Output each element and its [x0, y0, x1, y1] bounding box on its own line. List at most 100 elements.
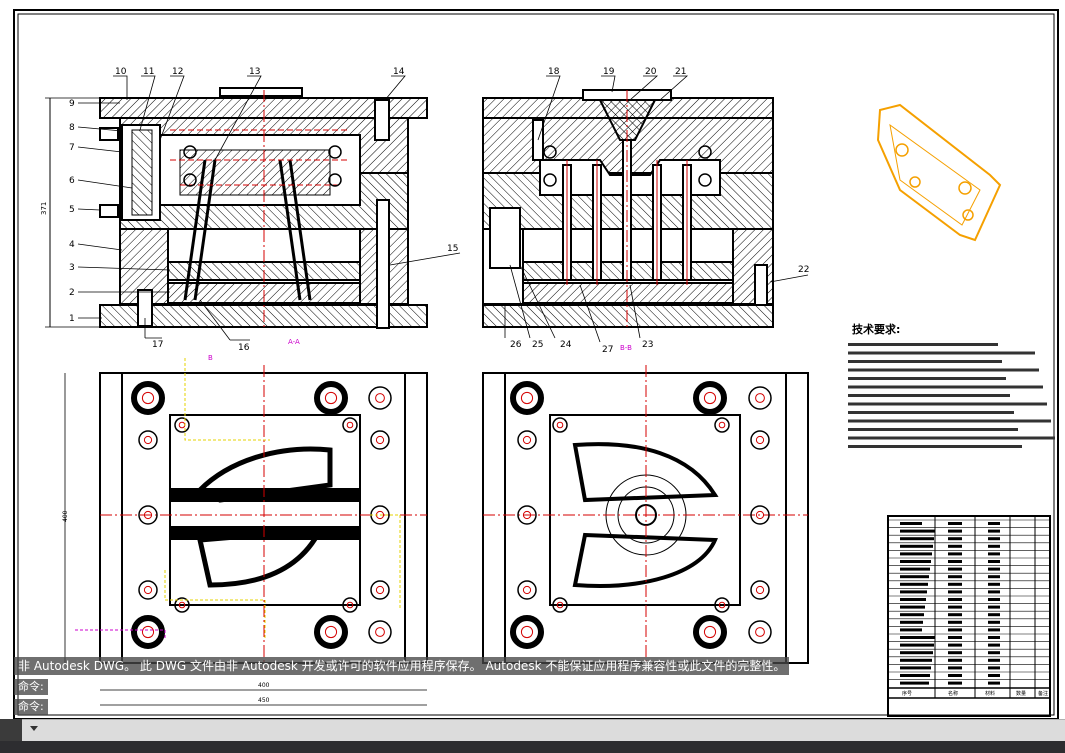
- plan-view-right[interactable]: [482, 365, 809, 670]
- part-label-17: 17: [152, 340, 163, 350]
- left-cooling-hole-4: [183, 173, 197, 187]
- plan-hole-center: [755, 510, 765, 520]
- plan-hole: [174, 417, 190, 433]
- drawing-inner-frame: [17, 13, 1055, 716]
- tech-requirement-line: [848, 445, 1022, 448]
- title-block-entry: [900, 567, 930, 571]
- title-block-entry: [988, 658, 1000, 662]
- plan-hole: [517, 580, 537, 600]
- plan-hole: [342, 597, 358, 613]
- tech-requirements-title: 技术要求:: [852, 322, 900, 336]
- part-label-4: 4: [69, 240, 75, 250]
- title-block-entry: [900, 674, 930, 677]
- title-block-entry: [988, 575, 1000, 579]
- plan-hole-center: [346, 601, 354, 609]
- command-input[interactable]: [0, 719, 1065, 742]
- title-block-entry: [948, 666, 962, 670]
- left-cavity-insert: [179, 149, 331, 196]
- plan-hole-center: [703, 625, 717, 639]
- plan-hole-center: [556, 601, 564, 609]
- title-block-entry: [948, 613, 962, 617]
- left-cooling-hole-3: [183, 145, 197, 159]
- tech-requirement-line: [848, 343, 998, 346]
- right-bottom-clamp-plate: [482, 304, 774, 328]
- title-block-entry: [948, 681, 962, 685]
- part-label-20: 20: [645, 67, 657, 77]
- part-label-2: 2: [69, 288, 75, 298]
- plan-hole-center: [375, 627, 385, 637]
- part-label-14: 14: [393, 67, 405, 77]
- title-block-entry: [948, 605, 962, 609]
- title-block-entry: [988, 567, 1000, 571]
- title-block-entry: [948, 537, 962, 541]
- plan-hole-center: [178, 601, 186, 609]
- left-bolt-top-right: [374, 99, 390, 141]
- title-block-entry: [900, 628, 922, 632]
- plan-hole-center: [520, 625, 534, 639]
- dwg-warning-message: 非 Autodesk DWG。 此 DWG 文件由非 Autodesk 开发或许…: [14, 657, 790, 675]
- title-block-entry: [948, 658, 962, 662]
- command-history-line-2: 命令:: [14, 699, 48, 715]
- tech-requirements-lines: [848, 343, 1055, 448]
- plan-view-left[interactable]: [99, 365, 428, 670]
- title-block-entry: [948, 522, 962, 525]
- plan-hole: [370, 580, 390, 600]
- tech-requirement-line: [848, 377, 1006, 380]
- title-block-entry: [900, 560, 931, 563]
- title-block-entry: [948, 636, 962, 639]
- part-label-10: 10: [115, 67, 127, 77]
- plan-hole: [750, 430, 770, 450]
- right-cooling-hole-4: [698, 173, 712, 187]
- plan-hole: [750, 505, 770, 525]
- left-plan-rail-left: [99, 372, 123, 664]
- part-label-15: 15: [447, 244, 458, 254]
- plan-hole-center: [556, 421, 564, 429]
- title-block-entry: [948, 643, 962, 647]
- part-3d-inner: [889, 123, 981, 226]
- command-dropdown-arrow-icon[interactable]: [30, 726, 38, 731]
- part-label-6: 6: [69, 176, 75, 186]
- section-view-right[interactable]: [482, 89, 774, 330]
- command-prompt-chevron-icon[interactable]: [0, 719, 22, 741]
- plan-hole-center: [522, 510, 532, 520]
- part-label-3: 3: [69, 263, 75, 273]
- part-label-21: 21: [675, 67, 686, 77]
- right-cooling-hole-2: [543, 173, 557, 187]
- tech-requirement-line: [848, 385, 1043, 389]
- title-block-entry: [988, 560, 1000, 563]
- title-block-entry: [900, 636, 935, 639]
- plan-hole-center: [143, 435, 153, 445]
- left-lifter-3: [183, 159, 207, 301]
- part-3d-outline: [876, 103, 1002, 242]
- title-block-entry: [900, 537, 934, 541]
- part-number-labels: 10 11 12 13 14 18 19 20 21 9 8 7 6 5 4 3…: [62, 67, 809, 704]
- yellow-marker-path-1: [184, 358, 270, 441]
- part-label-7: 7: [69, 143, 75, 153]
- width-dim-inner-text: 400: [258, 682, 270, 689]
- title-block-entry: [988, 544, 1000, 548]
- title-block-entry: [948, 552, 962, 556]
- title-block-entry: [900, 522, 922, 525]
- plan-hole: [714, 417, 730, 433]
- plan-hole: [131, 615, 165, 649]
- part-label-11: 11: [143, 67, 154, 77]
- title-block-entry: [948, 598, 962, 601]
- part-label-16: 16: [238, 343, 250, 353]
- left-lifter-1: [193, 159, 217, 301]
- tech-requirement-line: [848, 411, 1014, 414]
- section-view-left[interactable]: 371: [40, 87, 428, 330]
- left-plan-part-upper: [195, 446, 333, 503]
- part-label-12: 12: [172, 67, 183, 77]
- tech-requirement-line: [848, 351, 1035, 355]
- right-plan-insert: [549, 414, 741, 606]
- plan-hole-center: [522, 585, 532, 595]
- title-block-entry: [988, 666, 1000, 670]
- part-label-24: 24: [560, 340, 572, 350]
- plan-hole: [131, 381, 165, 415]
- title-block-entry: [948, 651, 962, 655]
- title-block: 序号 名称 材料 数量 备注: [887, 515, 1051, 717]
- plan-hole: [314, 615, 348, 649]
- plan-hole-center: [375, 585, 385, 595]
